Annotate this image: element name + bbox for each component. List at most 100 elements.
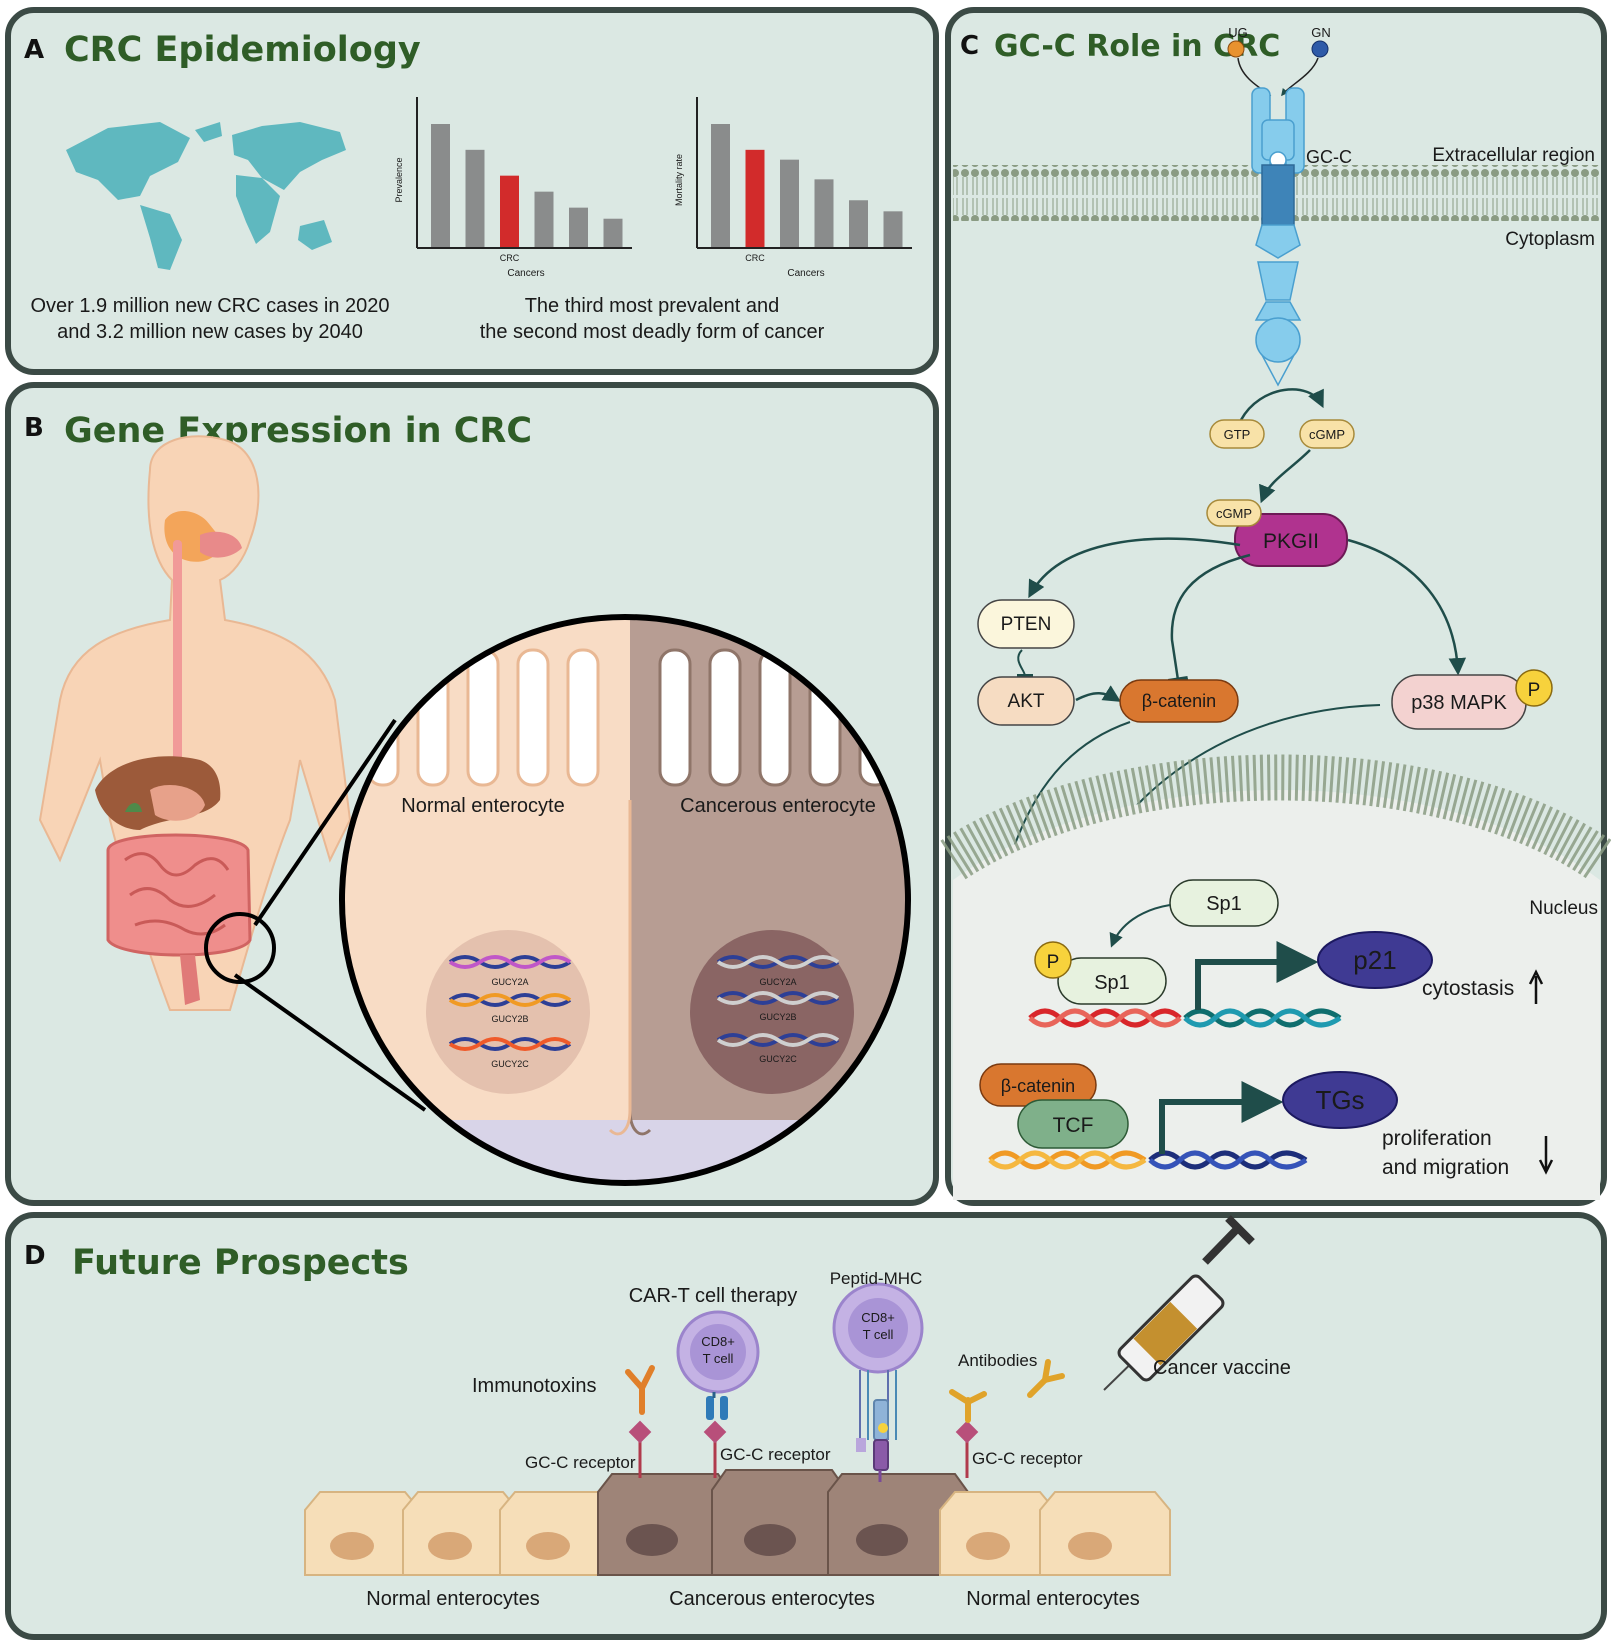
extracellular-label: Extracellular region <box>1432 145 1595 166</box>
chart2-xlabel: Cancers <box>787 268 824 279</box>
pten-label: PTEN <box>1001 614 1052 635</box>
prevalence-chart: CRC Prevalence Cancers <box>394 97 632 279</box>
cgmp-bound-node <box>1206 499 1262 527</box>
gn-ligand-icon <box>1311 40 1329 58</box>
panel-b-title: Gene Expression in CRC <box>64 411 532 451</box>
peptid-mhc-label: Peptid-MHC <box>830 1269 923 1288</box>
gene-cancer-gucy2c: GUCY2C <box>759 1054 797 1064</box>
tgs-node <box>1282 1071 1398 1129</box>
cancerous-enterocyte-label: Cancerous enterocyte <box>680 795 876 817</box>
chart2-bar-3 <box>814 179 834 247</box>
zoom-line-top <box>253 718 397 927</box>
gn-label: GN <box>1311 25 1331 40</box>
gene-normal-gucy2b: GUCY2B <box>491 1014 528 1024</box>
chart2-bar-4 <box>849 200 868 247</box>
cgmp-label: cGMP <box>1309 427 1345 442</box>
cart-label: CAR-T cell therapy <box>629 1285 798 1307</box>
proliferation-down-arrow <box>1538 1136 1554 1175</box>
normal-cells-left <box>304 1491 616 1576</box>
akt-node <box>977 676 1075 726</box>
cytostasis-label: cytostasis <box>1422 977 1514 1000</box>
chart2-ylabel: Mortality rate <box>674 154 684 206</box>
gcc-receptor-label-2: GC-C receptor <box>720 1445 831 1464</box>
antibody-icon-2 <box>1027 1359 1065 1398</box>
human-body <box>38 435 352 1011</box>
gtp-label: GTP <box>1224 427 1251 442</box>
panel-b-letter: B <box>24 413 44 443</box>
sp1-phospho-icon <box>1034 941 1072 979</box>
caption-rank-1: The third most prevalent and <box>525 295 780 317</box>
tcr-cd8-line1: CD8+ <box>861 1310 895 1325</box>
caption-cases-1: Over 1.9 million new CRC cases in 2020 <box>30 295 389 317</box>
gcc-receptor-label-1: GC-C receptor <box>525 1453 636 1472</box>
sp1-bound-node <box>1057 957 1167 1005</box>
panel-d-title: Future Prospects <box>72 1243 409 1283</box>
chart1-bar-0 <box>431 124 450 247</box>
sp1-phospho-label: P <box>1047 952 1060 973</box>
world-map <box>66 122 346 270</box>
beta-catenin-nuc-label: β-catenin <box>1001 1076 1075 1096</box>
mortality-chart: CRC Mortality rate Cancers <box>674 97 912 279</box>
p21-label: p21 <box>1353 945 1396 975</box>
antibodies-label: Antibodies <box>958 1351 1037 1370</box>
cart-cd8-line2: T cell <box>703 1351 734 1366</box>
panel-d-letter: D <box>24 1241 46 1271</box>
sp1-bound-label: Sp1 <box>1094 972 1130 994</box>
panel-a-title: CRC Epidemiology <box>64 30 421 70</box>
cart-cd8-line1: CD8+ <box>701 1334 735 1349</box>
p38-phospho-label: P <box>1528 680 1541 701</box>
ug-label: UG <box>1228 25 1248 40</box>
gene-cancer-gucy2b: GUCY2B <box>759 1012 796 1022</box>
tcf-label: TCF <box>1053 1114 1094 1137</box>
dna-p21 <box>1028 1008 1342 1028</box>
proliferation-label-1: proliferation <box>1382 1127 1492 1150</box>
gene-cancer-gucy2a: GUCY2A <box>759 977 796 987</box>
pkgii-node <box>1234 513 1348 567</box>
chart2-bar-1 <box>745 149 765 247</box>
cancerous-enterocytes-label: Cancerous enterocytes <box>669 1588 875 1610</box>
gcc-receptor <box>1251 87 1305 387</box>
cancer-cells <box>597 1469 969 1576</box>
dna-tgs <box>988 1150 1308 1170</box>
normal-enterocyte-label: Normal enterocyte <box>401 795 564 817</box>
proliferation-label-2: and migration <box>1382 1156 1509 1179</box>
nucleus-region <box>953 790 1600 1200</box>
cart-cell-nucleus <box>690 1324 746 1380</box>
p38-label: p38 MAPK <box>1411 692 1507 714</box>
gene-normal-gucy2a: GUCY2A <box>491 977 528 987</box>
dna-cancer <box>716 955 840 1047</box>
pten-node <box>977 599 1075 649</box>
gcc-label: GC-C <box>1306 147 1352 167</box>
tcf-node <box>1017 1099 1129 1149</box>
car-receptor-icon <box>706 1392 728 1420</box>
tgs-label: TGs <box>1315 1085 1364 1115</box>
chart1-bar-3 <box>534 191 554 247</box>
panel-d: D Future Prospects Normal enterocytes Ca <box>5 1212 1607 1640</box>
immunotoxins-label: Immunotoxins <box>472 1375 597 1397</box>
panel-c-letter: C <box>960 31 979 61</box>
nucleus-label: Nucleus <box>1529 898 1598 919</box>
gcc-receptor-label-3: GC-C receptor <box>972 1449 1083 1468</box>
p21-node <box>1317 931 1433 989</box>
chart2-bar-0 <box>711 124 730 247</box>
tcr-complex-icon <box>856 1370 897 1482</box>
akt-label: AKT <box>1008 691 1045 712</box>
chart2-bar-5 <box>883 211 903 247</box>
chart1-tick-label-2: CRC <box>500 253 520 263</box>
cytoplasm-label: Cytoplasm <box>1505 229 1595 250</box>
chart1-bar-4 <box>569 207 588 247</box>
cytostasis-up-arrow <box>1528 969 1544 1004</box>
cgmp-bound-label: cGMP <box>1216 506 1252 521</box>
gene-normal-gucy2c: GUCY2C <box>491 1059 529 1069</box>
syringe-icon <box>1103 1215 1255 1391</box>
zoom-line-bottom <box>233 973 427 1112</box>
chart2-bar-2 <box>780 159 799 247</box>
beta-catenin-label: β-catenin <box>1142 691 1216 711</box>
gcc-receptors <box>628 1420 979 1478</box>
normal-cells-right <box>939 1491 1171 1576</box>
normal-enterocytes-left-label: Normal enterocytes <box>366 1588 539 1610</box>
panel-a-letter: A <box>24 35 44 65</box>
antibody-icon-1 <box>949 1389 987 1423</box>
caption-cases-2: and 3.2 million new cases by 2040 <box>57 321 363 343</box>
